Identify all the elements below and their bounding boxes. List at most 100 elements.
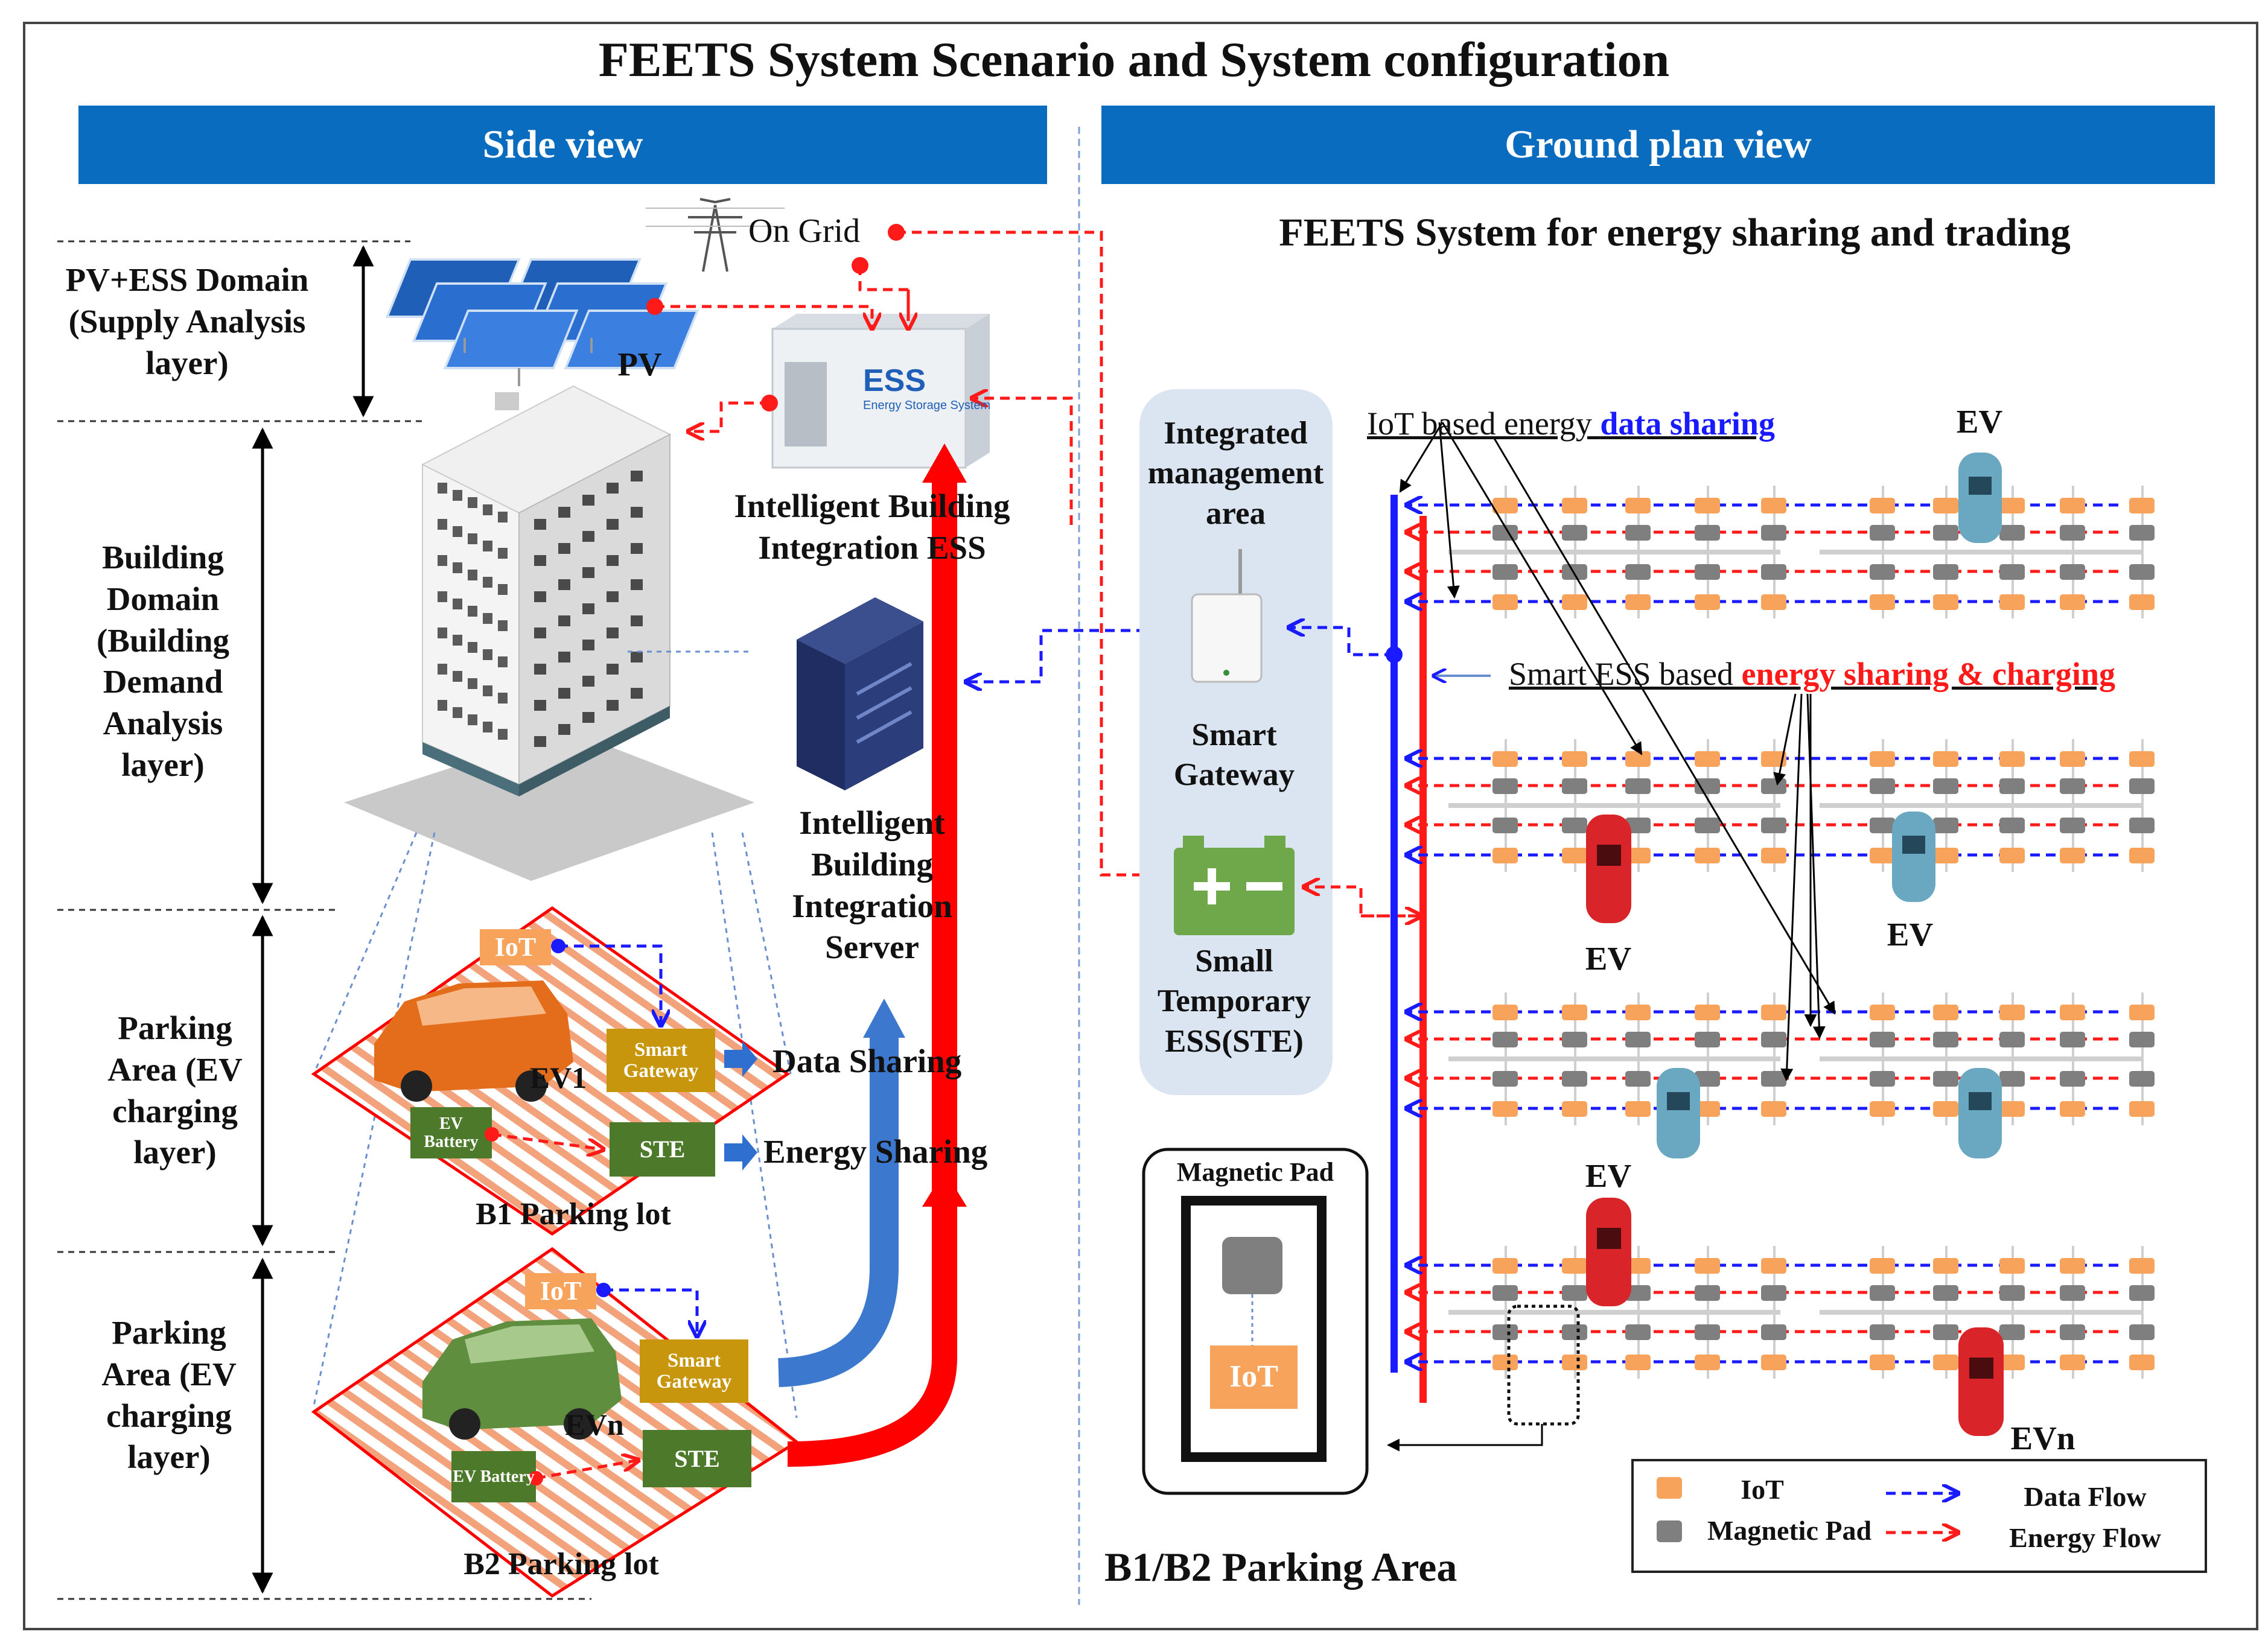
magnetic-pad-tile bbox=[1695, 1285, 1720, 1301]
building-layer-label: Building Domain (Building Demand Analysi… bbox=[96, 539, 230, 783]
car-blue-4 bbox=[1958, 1068, 2002, 1158]
magnetic-pad-tile bbox=[1870, 778, 1895, 794]
b1-ste-label: STE bbox=[639, 1136, 686, 1163]
magnetic-pad-tile bbox=[2129, 1071, 2155, 1087]
iot-tile bbox=[2129, 1005, 2155, 1020]
magnetic-pad-tile bbox=[1562, 818, 1587, 833]
iot-caption-highlight: data sharing bbox=[1600, 405, 1775, 442]
iot-tile bbox=[1695, 1355, 1720, 1370]
iot-tile bbox=[1999, 498, 2025, 513]
magnetic-pad-tile bbox=[2129, 1324, 2155, 1340]
iot-tile bbox=[2060, 1258, 2085, 1274]
magnetic-pad-tile bbox=[1761, 525, 1786, 541]
sharing-arrows bbox=[724, 1041, 757, 1171]
ib-ess-label: Intelligent Building Integration ESS bbox=[734, 488, 1010, 566]
b2-iot-label: IoT bbox=[540, 1276, 582, 1306]
magnetic-pad-tile bbox=[2129, 818, 2155, 833]
iot-tile bbox=[2060, 1101, 2085, 1117]
iot-tile bbox=[1562, 848, 1587, 863]
magnetic-pad-tile bbox=[1933, 564, 1958, 580]
magnetic-pad-tile bbox=[1562, 564, 1587, 580]
b2-internal-flows bbox=[529, 1283, 697, 1485]
magnetic-pad-tile bbox=[1695, 525, 1720, 541]
magnetic-pad-tile bbox=[2129, 1032, 2155, 1047]
b1-lot-label: B1 Parking lot bbox=[476, 1197, 671, 1231]
magnetic-pad-tile bbox=[1562, 525, 1587, 541]
magnetic-pad-tile bbox=[1695, 778, 1720, 794]
iot-tile bbox=[1933, 498, 1958, 513]
car-red-1 bbox=[1586, 815, 1631, 923]
magnetic-pad-iot-tile bbox=[1210, 1345, 1298, 1409]
pv-node bbox=[646, 298, 663, 315]
iot-tile bbox=[1870, 1355, 1895, 1370]
smart-gateway-icon bbox=[1191, 549, 1263, 683]
magnetic-pad-tile bbox=[2060, 778, 2085, 794]
iot-tile bbox=[1492, 498, 1518, 513]
magnetic-pad-tile bbox=[1492, 1032, 1518, 1047]
iot-tile bbox=[1625, 1005, 1651, 1020]
projection-lines bbox=[313, 650, 798, 1418]
legend-pad-label: Magnetic Pad bbox=[1707, 1515, 1872, 1546]
iot-tile bbox=[1933, 848, 1958, 863]
iot-tile bbox=[2129, 1355, 2155, 1370]
iot-tile bbox=[1761, 751, 1786, 767]
car-red-2 bbox=[1586, 1198, 1631, 1306]
iot-tile bbox=[1933, 1005, 1958, 1020]
legend-energy-flow-label: Energy Flow bbox=[2009, 1522, 2161, 1553]
magnetic-pad-tile bbox=[2060, 1032, 2085, 1047]
magnetic-pad-tile bbox=[1999, 818, 2025, 833]
magnetic-pad-tile bbox=[1562, 1032, 1587, 1047]
iot-tile bbox=[1562, 1258, 1587, 1274]
ess-caption-highlight: energy sharing & charging bbox=[1741, 656, 2115, 692]
iot-tile bbox=[2060, 1005, 2085, 1020]
iot-tile bbox=[1870, 1258, 1895, 1274]
iot-tile bbox=[1625, 1355, 1651, 1370]
ib-server-label: Intelligent Building Integration Server bbox=[792, 804, 952, 966]
iot-tile bbox=[1761, 1258, 1786, 1274]
magnetic-pad-tile bbox=[1492, 564, 1518, 580]
magnetic-pad-tile bbox=[1870, 1324, 1895, 1340]
iot-tile bbox=[1761, 594, 1786, 610]
magnetic-pad-tile bbox=[1625, 525, 1651, 541]
ground-gateway-label: Smart Gateway bbox=[1173, 717, 1295, 793]
iot-tile bbox=[1695, 1258, 1720, 1274]
magnetic-pad-tile bbox=[1999, 1324, 2025, 1340]
layer-separators bbox=[57, 240, 591, 1600]
magnetic-pad-tile bbox=[1492, 1071, 1518, 1087]
iot-tile bbox=[2060, 594, 2085, 610]
magnetic-pad-tile bbox=[2129, 525, 2155, 541]
magnetic-pad-tile bbox=[1695, 1032, 1720, 1047]
small-ess-label: Small Temporary ESS(STE) bbox=[1157, 944, 1311, 1059]
iot-tile bbox=[1562, 1355, 1587, 1370]
magnetic-pad-square bbox=[1222, 1237, 1282, 1294]
b2-battery-label: EV Battery bbox=[453, 1467, 535, 1486]
iot-tile bbox=[2060, 498, 2085, 513]
magnetic-pad-tile bbox=[1625, 778, 1651, 794]
ess-node bbox=[761, 395, 778, 411]
magnetic-pad-tile bbox=[1625, 818, 1651, 833]
car-blue-1 bbox=[1958, 453, 2002, 543]
evn-car-icon bbox=[422, 1318, 622, 1440]
iot-tile bbox=[1492, 1101, 1518, 1117]
iot-tile bbox=[2060, 751, 2085, 767]
iot-tile bbox=[1761, 1101, 1786, 1117]
magnetic-pad-tile bbox=[1933, 1285, 1958, 1301]
magnetic-pad-tile bbox=[1870, 1071, 1895, 1087]
evn-ground-label: EVn bbox=[2010, 1420, 2075, 1457]
magnetic-pad-tile bbox=[1999, 525, 2025, 541]
iot-tile bbox=[1625, 594, 1651, 610]
magnetic-pad-tile bbox=[1999, 1071, 2025, 1087]
b2-iot-box bbox=[525, 1273, 596, 1309]
magnetic-pad-tile bbox=[2129, 778, 2155, 794]
iot-tile bbox=[2129, 751, 2155, 767]
b2-ste-label: STE bbox=[674, 1444, 720, 1472]
iot-tile bbox=[1870, 848, 1895, 863]
iot-tile bbox=[2129, 594, 2155, 610]
iot-tile bbox=[2060, 848, 2085, 863]
legend-iot-swatch bbox=[1657, 1477, 1682, 1499]
iot-tile bbox=[1999, 848, 2025, 863]
energy-sharing-big-arrow bbox=[787, 483, 957, 1467]
energy-sharing-label: Energy Sharing bbox=[763, 1133, 988, 1170]
on-grid-node-2 bbox=[852, 257, 868, 274]
magnetic-pad-tile bbox=[2060, 525, 2085, 541]
